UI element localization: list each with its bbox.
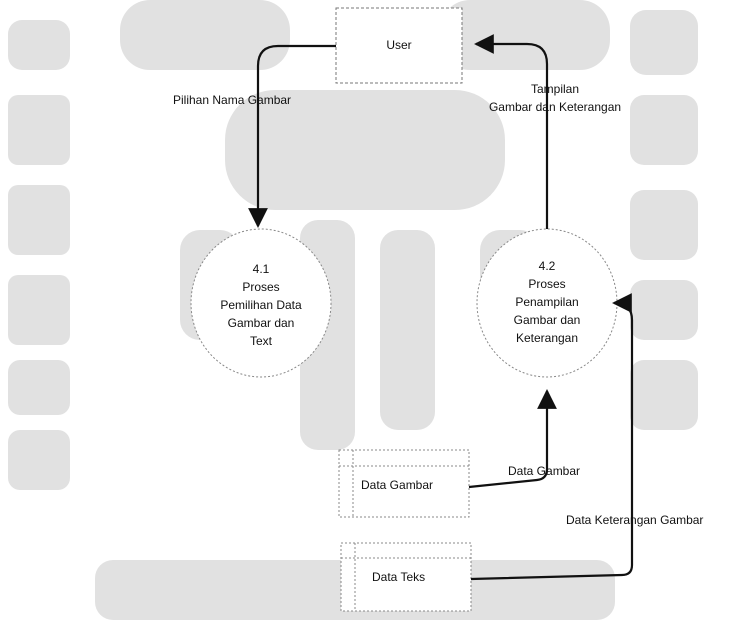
process-4-2-line-3: Gambar dan (514, 313, 581, 327)
process-4-2-number: 4.2 (539, 259, 556, 273)
data-store-teks[interactable]: Data Teks (340, 542, 472, 612)
flow-data-gambar (468, 389, 557, 489)
flow-pilihan-label: Pilihan Nama Gambar (173, 93, 291, 107)
process-4-1-line-1: Proses (242, 280, 279, 294)
data-store-gambar[interactable]: Data Gambar (338, 449, 470, 518)
process-4-2-line-2: Penampilan (515, 295, 578, 309)
process-4-2-line-1: Proses (528, 277, 565, 291)
flow-tampilan (474, 34, 549, 229)
user-entity[interactable]: User (335, 7, 463, 84)
flow-data-keterangan-label: Data Keterangan Gambar (566, 513, 703, 527)
process-4-1[interactable]: 4.1 Proses Pemilihan Data Gambar dan Tex… (190, 228, 332, 378)
process-4-2-line-4: Keterangan (516, 331, 578, 345)
user-entity-label: User (386, 38, 411, 52)
flow-pilihan-nama-gambar (248, 44, 336, 228)
data-store-gambar-label: Data Gambar (361, 478, 433, 492)
flow-tampilan-label-1: Tampilan (531, 82, 579, 96)
flow-tampilan-label-2: Gambar dan Keterangan (489, 100, 621, 114)
data-store-teks-label: Data Teks (372, 570, 425, 584)
process-4-1-line-3: Gambar dan (228, 316, 295, 330)
flow-data-gambar-label: Data Gambar (508, 464, 580, 478)
process-4-1-line-4: Text (250, 334, 273, 348)
process-4-2[interactable]: 4.2 Proses Penampilan Gambar dan Keteran… (476, 228, 618, 378)
process-4-1-number: 4.1 (253, 262, 270, 276)
process-4-1-line-2: Pemilihan Data (220, 298, 302, 312)
